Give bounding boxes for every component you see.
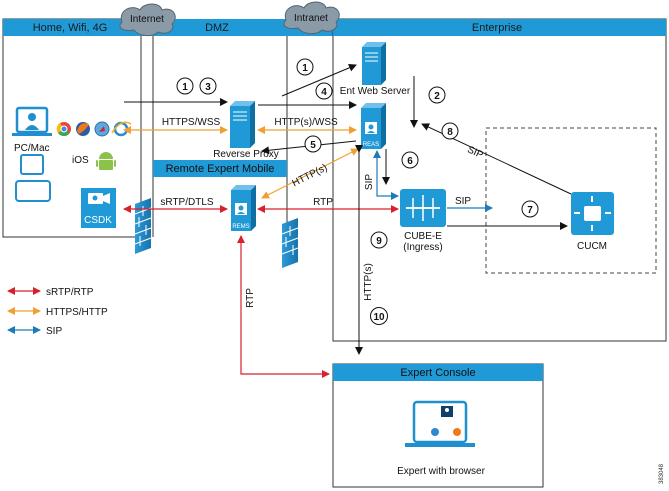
reverse-proxy-icon — [230, 101, 255, 148]
svg-text:1: 1 — [302, 63, 308, 74]
zone-home-title: Home, Wifi, 4G — [33, 22, 108, 34]
zone-dmz-title: DMZ — [205, 22, 229, 34]
svg-text:1: 1 — [182, 82, 188, 93]
step-1-proxy: 1 — [296, 58, 314, 76]
intranet-cloud-label: Intranet — [294, 13, 328, 24]
step-8: 8 — [441, 122, 459, 140]
rtp-vertical-label: RTP — [245, 288, 256, 308]
svg-text:10: 10 — [373, 312, 385, 323]
cube-e-label: CUBE-E — [404, 231, 442, 242]
csdk-label: CSDK — [84, 215, 112, 226]
firewall-left-icon — [134, 198, 152, 254]
android-icon — [96, 152, 116, 170]
step-6: 6 — [401, 151, 419, 169]
safari-icon — [94, 121, 110, 137]
reas-server-icon — [361, 103, 386, 149]
pc-mac-label: PC/Mac — [14, 143, 50, 154]
step-10: 10 — [370, 307, 388, 325]
svg-text:3: 3 — [205, 82, 211, 93]
step-3-client: 3 — [199, 77, 217, 95]
http-s-vertical-label: HTTP(s) — [363, 263, 374, 301]
ent-web-server-icon — [362, 42, 386, 85]
intranet-cloud: Intranet — [283, 1, 340, 35]
svg-text:6: 6 — [407, 156, 413, 167]
zone-enterprise: Enterprise — [332, 18, 667, 342]
step-9: 9 — [370, 231, 388, 249]
phone-icon — [15, 180, 51, 202]
internet-cloud: Internet — [119, 3, 176, 37]
legend-label-srtp: sRTP/RTP — [46, 287, 94, 298]
ie-icon — [111, 121, 132, 137]
expert-with-browser-label: Expert with browser — [397, 466, 485, 477]
step-2: 2 — [428, 86, 446, 104]
rtp-mid-label: RTP — [313, 197, 333, 208]
rems-reas-http-line — [261, 148, 359, 199]
legend-item-sip: SIP — [7, 326, 62, 337]
cucm-icon — [571, 192, 614, 235]
legend-item-https: HTTPS/HTTP — [7, 307, 108, 318]
pc-mac-icon — [12, 106, 52, 136]
expert-console-title: Expert Console — [400, 367, 475, 379]
svg-text:8: 8 — [447, 127, 453, 138]
svg-text:4: 4 — [321, 87, 327, 98]
http-s-wss-label: HTTP(s)/WSS — [274, 117, 338, 128]
srtp-dtls-label: sRTP/DTLS — [160, 197, 213, 208]
rems-reas-http-label: HTTP(s) — [291, 162, 330, 189]
legend-label-sip: SIP — [46, 326, 62, 337]
reas-badge: REAS — [363, 142, 379, 148]
ios-label: iOS — [72, 155, 89, 166]
cucm-cluster-box — [485, 127, 657, 274]
svg-text:5: 5 — [310, 140, 316, 151]
rems-console-rtp-line — [237, 235, 330, 378]
https-wss-label: HTTPS/WSS — [162, 117, 221, 128]
legend-label-https: HTTPS/HTTP — [46, 307, 108, 318]
expert-laptop-icon — [405, 400, 475, 447]
step-5: 5 — [304, 135, 322, 153]
cube-e-ingress-label: (Ingress) — [403, 242, 442, 253]
step-7: 7 — [521, 200, 539, 218]
figure-id: 383048 — [659, 463, 665, 484]
svg-text:2: 2 — [434, 91, 440, 102]
zone-enterprise-title: Enterprise — [472, 22, 522, 34]
csdk-icon — [81, 188, 116, 228]
rems-server-icon — [231, 185, 256, 231]
ent-web-server-label: Ent Web Server — [340, 86, 411, 97]
proxy-to-webserver-arrow — [281, 64, 357, 97]
sip-reas-label: SIP — [364, 174, 375, 190]
zone-home: Home, Wifi, 4G — [2, 18, 142, 238]
reas-cube-sip-line — [373, 150, 399, 200]
tablet-icon — [20, 154, 44, 175]
remote-expert-mobile-label: Remote Expert Mobile — [166, 163, 275, 175]
remote-expert-mobile-bar — [153, 160, 287, 177]
chrome-icon — [56, 122, 71, 136]
legend: sRTP/RTP HTTPS/HTTP SIP — [7, 287, 108, 337]
firewall-right-icon — [281, 218, 299, 268]
legend-item-srtp: sRTP/RTP — [7, 287, 94, 298]
svg-text:9: 9 — [376, 236, 382, 247]
step-4: 4 — [315, 82, 333, 100]
internet-cloud-label: Internet — [130, 14, 164, 25]
sip-cucm-label: SIP — [465, 144, 485, 161]
cube-e-icon — [400, 189, 446, 227]
svg-text:7: 7 — [527, 205, 533, 216]
cucm-label: CUCM — [577, 241, 607, 252]
rems-badge: REMS — [232, 224, 249, 230]
firefox-icon — [76, 122, 90, 136]
sip-cube-label: SIP — [455, 196, 471, 207]
step-1-client: 1 — [176, 77, 194, 95]
reverse-proxy-label: Reverse Proxy — [213, 149, 279, 160]
